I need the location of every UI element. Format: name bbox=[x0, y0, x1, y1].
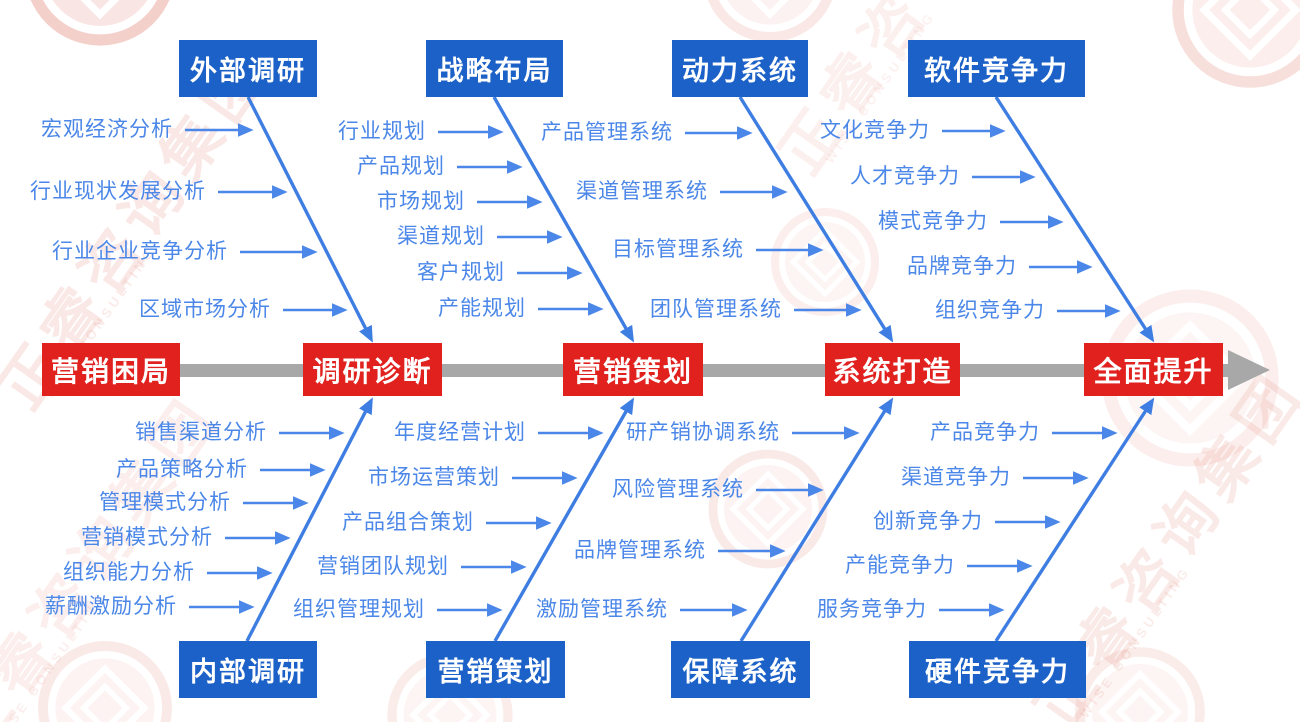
stage-box-2: 营销策划 bbox=[563, 343, 703, 396]
watermark-logo bbox=[1075, 647, 1205, 722]
factor-label: 产品竞争力 bbox=[930, 421, 1040, 444]
watermark-logo bbox=[38, 641, 172, 722]
factor-label: 产品策略分析 bbox=[116, 458, 248, 481]
factor-label: 行业规划 bbox=[338, 120, 426, 143]
bone-bottom-3 bbox=[994, 397, 1155, 642]
watermark-logo bbox=[1172, 0, 1300, 88]
factor-label: 研产销协调系统 bbox=[626, 421, 780, 444]
factor-label: 年度经营计划 bbox=[394, 421, 526, 444]
factor-label: 行业企业竞争分析 bbox=[52, 240, 228, 263]
factor-label: 产品规划 bbox=[357, 155, 445, 178]
factor-label: 营销模式分析 bbox=[81, 526, 213, 549]
factor-label: 服务竞争力 bbox=[817, 598, 927, 621]
factor-label: 渠道管理系统 bbox=[576, 180, 708, 203]
watermark-logo bbox=[771, 208, 879, 316]
bone-top-3 bbox=[994, 96, 1155, 343]
cause-box-bottom-3: 硬件竞争力 bbox=[909, 641, 1086, 698]
factor-label: 组织能力分析 bbox=[63, 561, 195, 584]
factor-label: 营销团队规划 bbox=[317, 555, 449, 578]
bone-top-2 bbox=[738, 96, 894, 343]
factor-label: 创新竞争力 bbox=[873, 510, 983, 533]
stage-box-3: 系统打造 bbox=[825, 343, 960, 396]
bone-bottom-2 bbox=[739, 397, 894, 642]
factor-label: 组织管理规划 bbox=[293, 598, 425, 621]
factor-label: 产品管理系统 bbox=[541, 121, 673, 144]
bone-top-1 bbox=[492, 96, 635, 343]
stage-box-4: 全面提升 bbox=[1084, 343, 1223, 396]
stage-box-0: 营销困局 bbox=[42, 343, 180, 396]
factor-label: 客户规划 bbox=[417, 261, 505, 284]
factor-label: 薪酬激励分析 bbox=[45, 595, 177, 618]
factor-label: 宏观经济分析 bbox=[41, 118, 173, 141]
factor-label: 模式竞争力 bbox=[878, 210, 988, 233]
bone-top-0 bbox=[246, 96, 373, 343]
factor-label: 销售渠道分析 bbox=[135, 421, 267, 444]
factor-label: 产能竞争力 bbox=[845, 554, 955, 577]
factor-label: 品牌竞争力 bbox=[907, 255, 1017, 278]
factor-label: 产品组合策划 bbox=[342, 511, 474, 534]
spine-arrowhead bbox=[1228, 350, 1270, 390]
factor-label: 管理模式分析 bbox=[99, 491, 231, 514]
factor-label: 市场规划 bbox=[377, 190, 465, 213]
bone-bottom-0 bbox=[245, 397, 373, 642]
watermark-logo bbox=[707, 0, 833, 42]
cause-box-top-2: 动力系统 bbox=[672, 40, 808, 97]
factor-label: 激励管理系统 bbox=[536, 598, 668, 621]
factor-label: 行业现状发展分析 bbox=[30, 180, 206, 203]
factor-label: 风险管理系统 bbox=[612, 478, 744, 501]
stage-box-1: 调研诊断 bbox=[303, 343, 442, 396]
factor-label: 区域市场分析 bbox=[139, 298, 271, 321]
factor-label: 产能规划 bbox=[438, 297, 526, 320]
bone-bottom-1 bbox=[493, 397, 635, 642]
factor-label: 文化竞争力 bbox=[820, 119, 930, 142]
cause-box-top-0: 外部调研 bbox=[179, 40, 317, 97]
cause-box-bottom-1: 营销策划 bbox=[426, 641, 565, 698]
factor-label: 渠道竞争力 bbox=[901, 466, 1011, 489]
factor-label: 团队管理系统 bbox=[650, 298, 782, 321]
factor-label: 渠道规划 bbox=[397, 225, 485, 248]
factor-label: 品牌管理系统 bbox=[574, 539, 706, 562]
factor-label: 组织竞争力 bbox=[935, 299, 1045, 322]
cause-box-top-3: 软件竞争力 bbox=[908, 40, 1085, 97]
factor-label: 市场运营策划 bbox=[368, 466, 500, 489]
cause-box-bottom-0: 内部调研 bbox=[179, 641, 317, 698]
factor-label: 人才竞争力 bbox=[850, 165, 960, 188]
cause-box-top-1: 战略布局 bbox=[426, 40, 563, 97]
cause-box-bottom-2: 保障系统 bbox=[671, 641, 810, 698]
watermark-logo bbox=[30, 0, 170, 46]
factor-label: 目标管理系统 bbox=[612, 238, 744, 261]
